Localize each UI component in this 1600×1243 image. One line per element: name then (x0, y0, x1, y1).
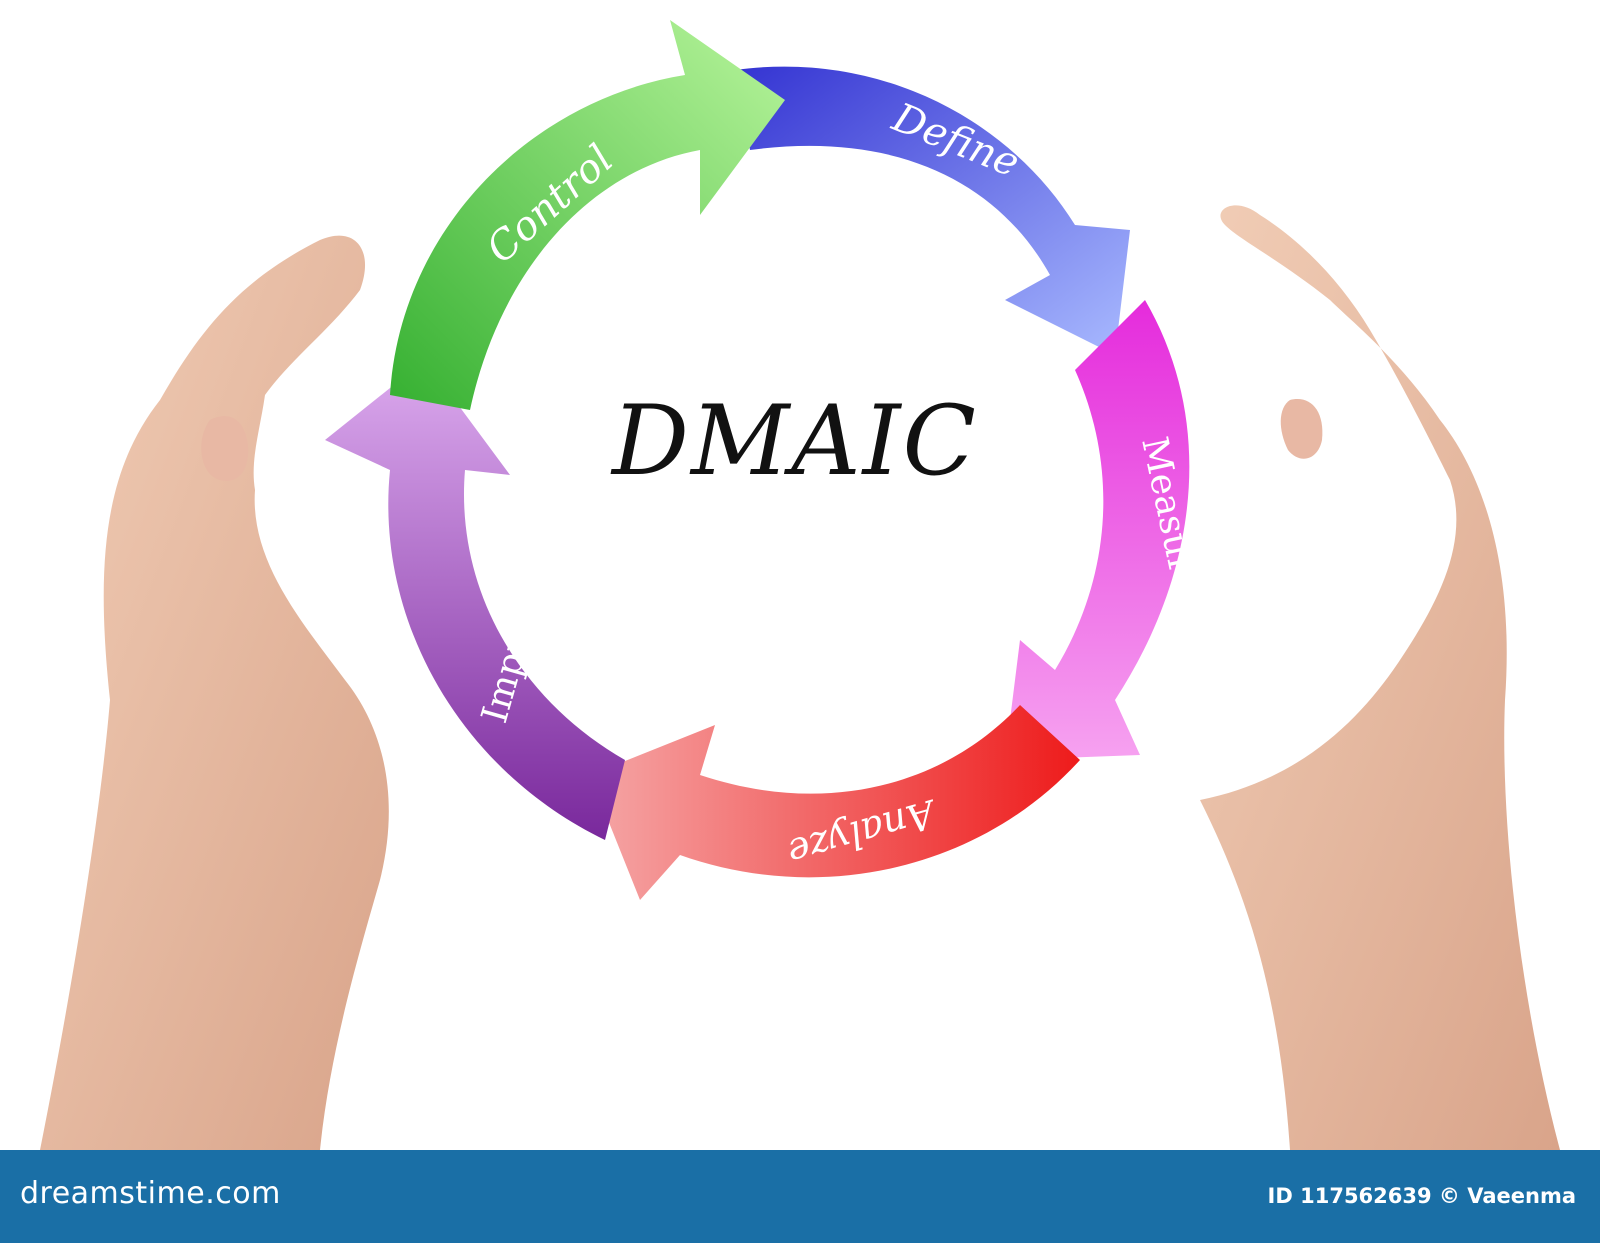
diagram-title: DMAIC (612, 385, 978, 497)
control-arrow (390, 20, 785, 410)
illustration: Define Measure Analyze Improve Control D… (40, 20, 1560, 1151)
right-thumb-image (1280, 399, 1323, 459)
dmaic-cycle-diagram: Define Measure Analyze Improve Control (40, 20, 1560, 1151)
footer-bar: dreamstime.com ID 117562639 © Vaeenma (0, 1150, 1600, 1243)
left-thumb-image (201, 416, 249, 481)
right-hand-image (1200, 205, 1560, 1151)
define-arrow (735, 66, 1130, 355)
image-credit: ID 117562639 © Vaeenma (1267, 1184, 1576, 1208)
analyze-arrow (590, 705, 1080, 900)
measure-arrow (1005, 300, 1190, 760)
improve-arrow (325, 360, 625, 840)
left-hand-image (40, 235, 389, 1151)
site-logo[interactable]: dreamstime.com (20, 1176, 281, 1211)
